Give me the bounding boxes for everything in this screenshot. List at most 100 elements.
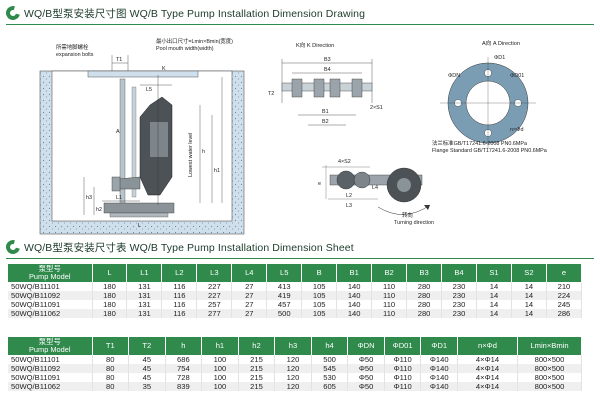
table-cell: 728: [165, 373, 203, 382]
table-cell: 140: [336, 300, 373, 309]
column-header: B2: [371, 264, 408, 282]
table-cell: 839: [165, 382, 203, 391]
turning-direction-en: Turning direction: [394, 220, 434, 226]
table-cell: 35: [128, 382, 166, 391]
table-cell: 215: [238, 355, 276, 364]
column-header: h1: [201, 337, 239, 355]
dim-h3: h3: [86, 195, 92, 201]
table-cell: 500: [311, 355, 349, 364]
table-cell: 4×Φ14: [457, 373, 518, 382]
table-cell: 116: [161, 300, 198, 309]
table-cell: 754: [165, 364, 203, 373]
drawing-title-text: WQ/B型泵安装尺寸图 WQ/B Type Pump Installation …: [24, 7, 366, 20]
table-cell: 227: [196, 282, 233, 291]
table-cell: Φ140: [420, 355, 458, 364]
k-direction-label: K向 K Direction: [296, 41, 334, 49]
table-cell: 686: [165, 355, 203, 364]
dim-L: L: [138, 223, 141, 229]
top-view: 4×S2 e L2 L3 L4 转向 Turning direction: [318, 159, 434, 226]
dim-L3: L3: [346, 203, 352, 209]
table-cell: 230: [441, 282, 477, 291]
column-header: B4: [441, 264, 477, 282]
dim-K: K: [162, 66, 166, 72]
dim-h: h: [202, 149, 205, 155]
table-cell: 280: [406, 282, 443, 291]
pump-model-cell: 50WQ/B11101: [8, 282, 93, 291]
column-header: ΦDN: [347, 337, 385, 355]
sheet-title-rule: [6, 258, 594, 259]
table-cell: 105: [301, 300, 338, 309]
table-cell: 14: [476, 291, 512, 300]
column-header: e: [546, 264, 583, 282]
table-cell: 14: [511, 300, 547, 309]
dim-L5: L5: [146, 87, 152, 93]
table-cell: 105: [301, 309, 338, 318]
dim-B3: B3: [324, 57, 331, 63]
dim-D01: ΦD01: [510, 73, 524, 79]
section-marker-icon: [3, 237, 23, 257]
table-cell: Φ50: [347, 382, 385, 391]
column-header: S1: [476, 264, 512, 282]
table-cell: 280: [406, 291, 443, 300]
table-cell: 27: [231, 300, 268, 309]
pump-model-cell: 50WQ/B11101: [8, 355, 93, 364]
dim-DN: ΦDN: [448, 73, 460, 79]
table-cell: 105: [301, 291, 338, 300]
table-cell: 180: [92, 291, 128, 300]
table-cell: 140: [336, 282, 373, 291]
dim-e: e: [318, 181, 321, 187]
column-header: T1: [92, 337, 130, 355]
table-cell: 500: [266, 309, 303, 318]
table-cell: 100: [201, 382, 239, 391]
column-header: n×Φd: [457, 337, 518, 355]
table-cell: Φ110: [384, 355, 422, 364]
flange-standard-cn: 法兰标准GB/T17241.6-2008 PN0.6MPa: [432, 139, 527, 147]
table-cell: Φ50: [347, 364, 385, 373]
dim-T1: T1: [116, 57, 122, 63]
table-cell: 4×Φ14: [457, 364, 518, 373]
table-cell: 280: [406, 309, 443, 318]
sheet-title-text: WQ/B型泵安装尺寸表 WQ/B Type Pump Installation …: [24, 241, 354, 254]
table-cell: 131: [126, 291, 163, 300]
table-cell: 120: [274, 382, 312, 391]
table-cell: Φ50: [347, 355, 385, 364]
table-cell: 4×Φ14: [457, 382, 518, 391]
column-header: h: [165, 337, 203, 355]
table-cell: 14: [511, 309, 547, 318]
table-cell: 245: [546, 300, 583, 309]
table-cell: 80: [92, 355, 130, 364]
table-cell: 131: [126, 300, 163, 309]
table-cell: 116: [161, 309, 198, 318]
pump-model-cell: 50WQ/B11092: [8, 364, 93, 373]
table-cell: 280: [406, 300, 443, 309]
table-cell: Φ140: [420, 364, 458, 373]
table-cell: 530: [311, 373, 349, 382]
column-header: ΦD01: [384, 337, 422, 355]
dim-B4: B4: [324, 67, 331, 73]
column-header: h2: [238, 337, 276, 355]
pump-model-cell: 50WQ/B11091: [8, 373, 93, 382]
column-header: B3: [406, 264, 443, 282]
a-direction-label: A向 A Direction: [482, 39, 520, 47]
table-cell: 27: [231, 291, 268, 300]
table-cell: 105: [301, 282, 338, 291]
pump-model-cell: 50WQ/B11092: [8, 291, 93, 300]
lowest-water-level-label: Lowest water level: [188, 133, 194, 177]
table-cell: 100: [201, 373, 239, 382]
drawing-section-title: WQ/B型泵安装尺寸图 WQ/B Type Pump Installation …: [3, 3, 366, 23]
table-cell: 419: [266, 291, 303, 300]
table-cell: 215: [238, 364, 276, 373]
table-cell: 14: [476, 309, 512, 318]
table-cell: 14: [511, 282, 547, 291]
table-cell: 100: [201, 364, 239, 373]
table-cell: 224: [546, 291, 583, 300]
table-cell: 80: [92, 382, 130, 391]
column-header: L5: [266, 264, 303, 282]
table-cell: 27: [231, 309, 268, 318]
table-cell: Φ140: [420, 382, 458, 391]
